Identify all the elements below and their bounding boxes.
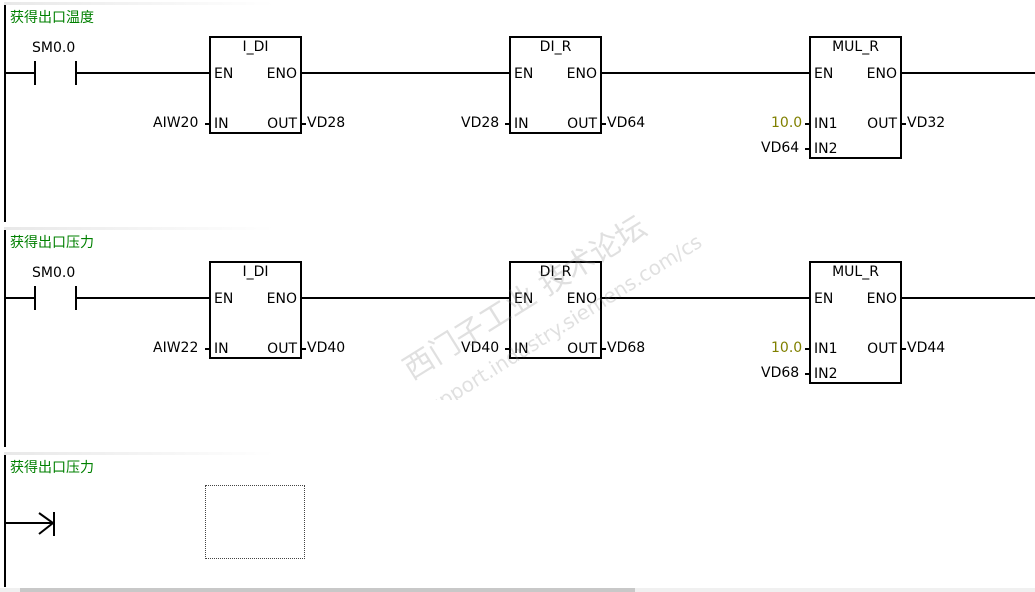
network-1-idi-block[interactable]: I_DI EN ENO IN OUT [209, 36, 302, 134]
en-pin: EN [214, 66, 234, 82]
network-1-dir-input[interactable]: VD28 [461, 115, 500, 131]
pin-stub [602, 348, 606, 350]
pin-stub [805, 148, 809, 150]
network-2-wire [6, 297, 34, 299]
en-pin: EN [214, 291, 234, 307]
in2-pin: IN2 [814, 366, 838, 382]
network-2-contact-right[interactable] [75, 286, 77, 310]
network-1-title[interactable]: 获得出口温度 [10, 10, 94, 26]
en-pin: EN [514, 66, 534, 82]
network-1-wire [902, 72, 1035, 74]
network-2-dir-block[interactable]: DI_R EN ENO IN OUT [509, 261, 602, 359]
network-2-idi-input[interactable]: AIW22 [153, 340, 199, 356]
pin-stub [205, 123, 209, 125]
network-2-title[interactable]: 获得出口压力 [10, 235, 94, 251]
in-pin: IN [214, 116, 229, 132]
out-pin: OUT [267, 341, 297, 357]
pin-stub [205, 348, 209, 350]
network-1-mulr-output[interactable]: VD32 [907, 115, 946, 131]
out-pin: OUT [567, 341, 597, 357]
pin-stub [302, 123, 306, 125]
network-1-dir-output[interactable]: VD64 [607, 115, 646, 131]
in1-pin: IN1 [814, 341, 838, 357]
eno-pin: ENO [566, 291, 597, 307]
pin-stub [902, 348, 906, 350]
arrow-right-icon [38, 512, 55, 536]
pin-stub [805, 348, 809, 350]
network-1-power-rail [4, 5, 6, 222]
network-2-wire [902, 297, 1035, 299]
block-name: MUL_R [832, 264, 879, 280]
network-1-wire [302, 72, 510, 74]
block-name: DI_R [539, 264, 572, 280]
network-2-mulr-block[interactable]: MUL_R EN ENO IN1 IN2 OUT [809, 261, 902, 384]
eno-pin: ENO [266, 291, 297, 307]
network-2-power-rail [4, 230, 6, 447]
network-1-mulr-input2[interactable]: VD64 [761, 140, 800, 156]
en-pin: EN [814, 66, 834, 82]
horizontal-scrollbar-thumb[interactable] [20, 588, 635, 592]
network-2-mulr-input1[interactable]: 10.0 [771, 340, 803, 356]
network-3-wire-arrow [6, 522, 52, 524]
network-3-header-bar [4, 452, 274, 455]
network-1-dir-block[interactable]: DI_R EN ENO IN OUT [509, 36, 602, 134]
pin-stub [805, 373, 809, 375]
network-1-idi-input[interactable]: AIW20 [153, 115, 199, 131]
network-2-wire [302, 297, 510, 299]
network-1-wire [602, 72, 810, 74]
eno-pin: ENO [866, 66, 897, 82]
in-pin: IN [214, 341, 229, 357]
network-2-dir-output[interactable]: VD68 [607, 340, 646, 356]
pin-stub [505, 348, 509, 350]
network-2-wire [77, 297, 210, 299]
network-1-mulr-input1[interactable]: 10.0 [771, 115, 803, 131]
pin-stub [302, 348, 306, 350]
in-pin: IN [514, 341, 529, 357]
pin-stub [902, 123, 906, 125]
insertion-cursor-box[interactable] [205, 485, 305, 559]
eno-pin: ENO [566, 66, 597, 82]
in-pin: IN [514, 116, 529, 132]
network-2-idi-block[interactable]: I_DI EN ENO IN OUT [209, 261, 302, 359]
out-pin: OUT [267, 116, 297, 132]
network-2-mulr-output[interactable]: VD44 [907, 340, 946, 356]
network-2-contact-label: SM0.0 [32, 265, 76, 281]
network-1-mulr-block[interactable]: MUL_R EN ENO IN1 IN2 OUT [809, 36, 902, 159]
en-pin: EN [514, 291, 534, 307]
network-1-contact-label: SM0.0 [32, 40, 76, 56]
in1-pin: IN1 [814, 116, 838, 132]
network-2-dir-input[interactable]: VD40 [461, 340, 500, 356]
out-pin: OUT [567, 116, 597, 132]
block-name: DI_R [539, 39, 572, 55]
block-name: I_DI [242, 39, 269, 55]
network-1-contact-right[interactable] [75, 61, 77, 85]
network-1-contact-left[interactable] [34, 61, 36, 85]
network-3-power-rail [4, 455, 6, 587]
block-name: MUL_R [832, 39, 879, 55]
network-1-header-bar [4, 2, 274, 5]
eno-pin: ENO [266, 66, 297, 82]
network-1-wire [77, 72, 210, 74]
pin-stub [505, 123, 509, 125]
pin-stub [805, 123, 809, 125]
en-pin: EN [814, 291, 834, 307]
pin-stub [602, 123, 606, 125]
network-1-idi-output[interactable]: VD28 [307, 115, 346, 131]
network-3-title[interactable]: 获得出口压力 [10, 460, 94, 476]
network-1-wire [6, 72, 34, 74]
network-2-idi-output[interactable]: VD40 [307, 340, 346, 356]
block-name: I_DI [242, 264, 269, 280]
network-2-header-bar [4, 227, 274, 230]
out-pin: OUT [867, 116, 897, 132]
in2-pin: IN2 [814, 141, 838, 157]
out-pin: OUT [867, 341, 897, 357]
eno-pin: ENO [866, 291, 897, 307]
network-2-wire [602, 297, 810, 299]
network-2-mulr-input2[interactable]: VD68 [761, 365, 800, 381]
network-2-contact-left[interactable] [34, 286, 36, 310]
